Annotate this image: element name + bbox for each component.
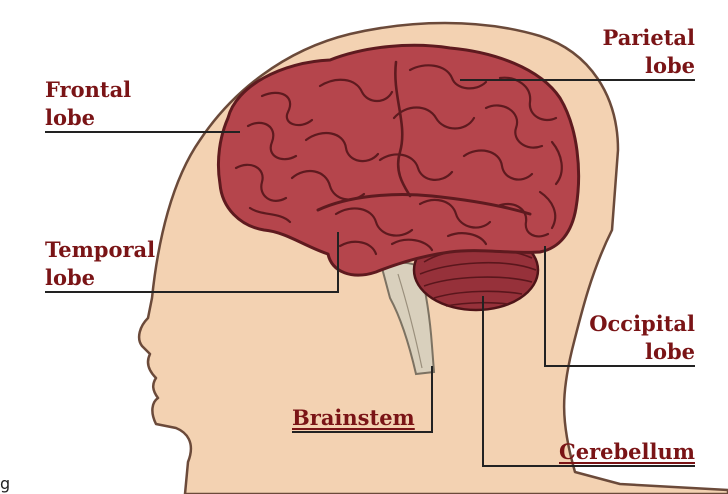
label-temporal-line1: Temporal xyxy=(45,236,155,264)
label-frontal-line2: lobe xyxy=(45,104,131,132)
label-parietal-lobe: Parietal lobe xyxy=(602,24,695,80)
label-frontal-lobe: Frontal lobe xyxy=(45,76,131,132)
label-parietal-line1: Parietal xyxy=(602,24,695,52)
label-brainstem: Brainstem xyxy=(292,404,415,432)
label-temporal-line2: lobe xyxy=(45,264,155,292)
label-occipital-lobe: Occipital lobe xyxy=(589,310,695,366)
label-parietal-line2: lobe xyxy=(602,52,695,80)
label-brainstem-text: Brainstem xyxy=(292,404,415,432)
stray-caption-fragment: g xyxy=(0,474,10,494)
label-cerebellum: Cerebellum xyxy=(559,438,695,466)
label-occipital-line1: Occipital xyxy=(589,310,695,338)
label-frontal-line1: Frontal xyxy=(45,76,131,104)
label-temporal-lobe: Temporal lobe xyxy=(45,236,155,292)
label-cerebellum-text: Cerebellum xyxy=(559,438,695,466)
label-occipital-line2: lobe xyxy=(589,338,695,366)
